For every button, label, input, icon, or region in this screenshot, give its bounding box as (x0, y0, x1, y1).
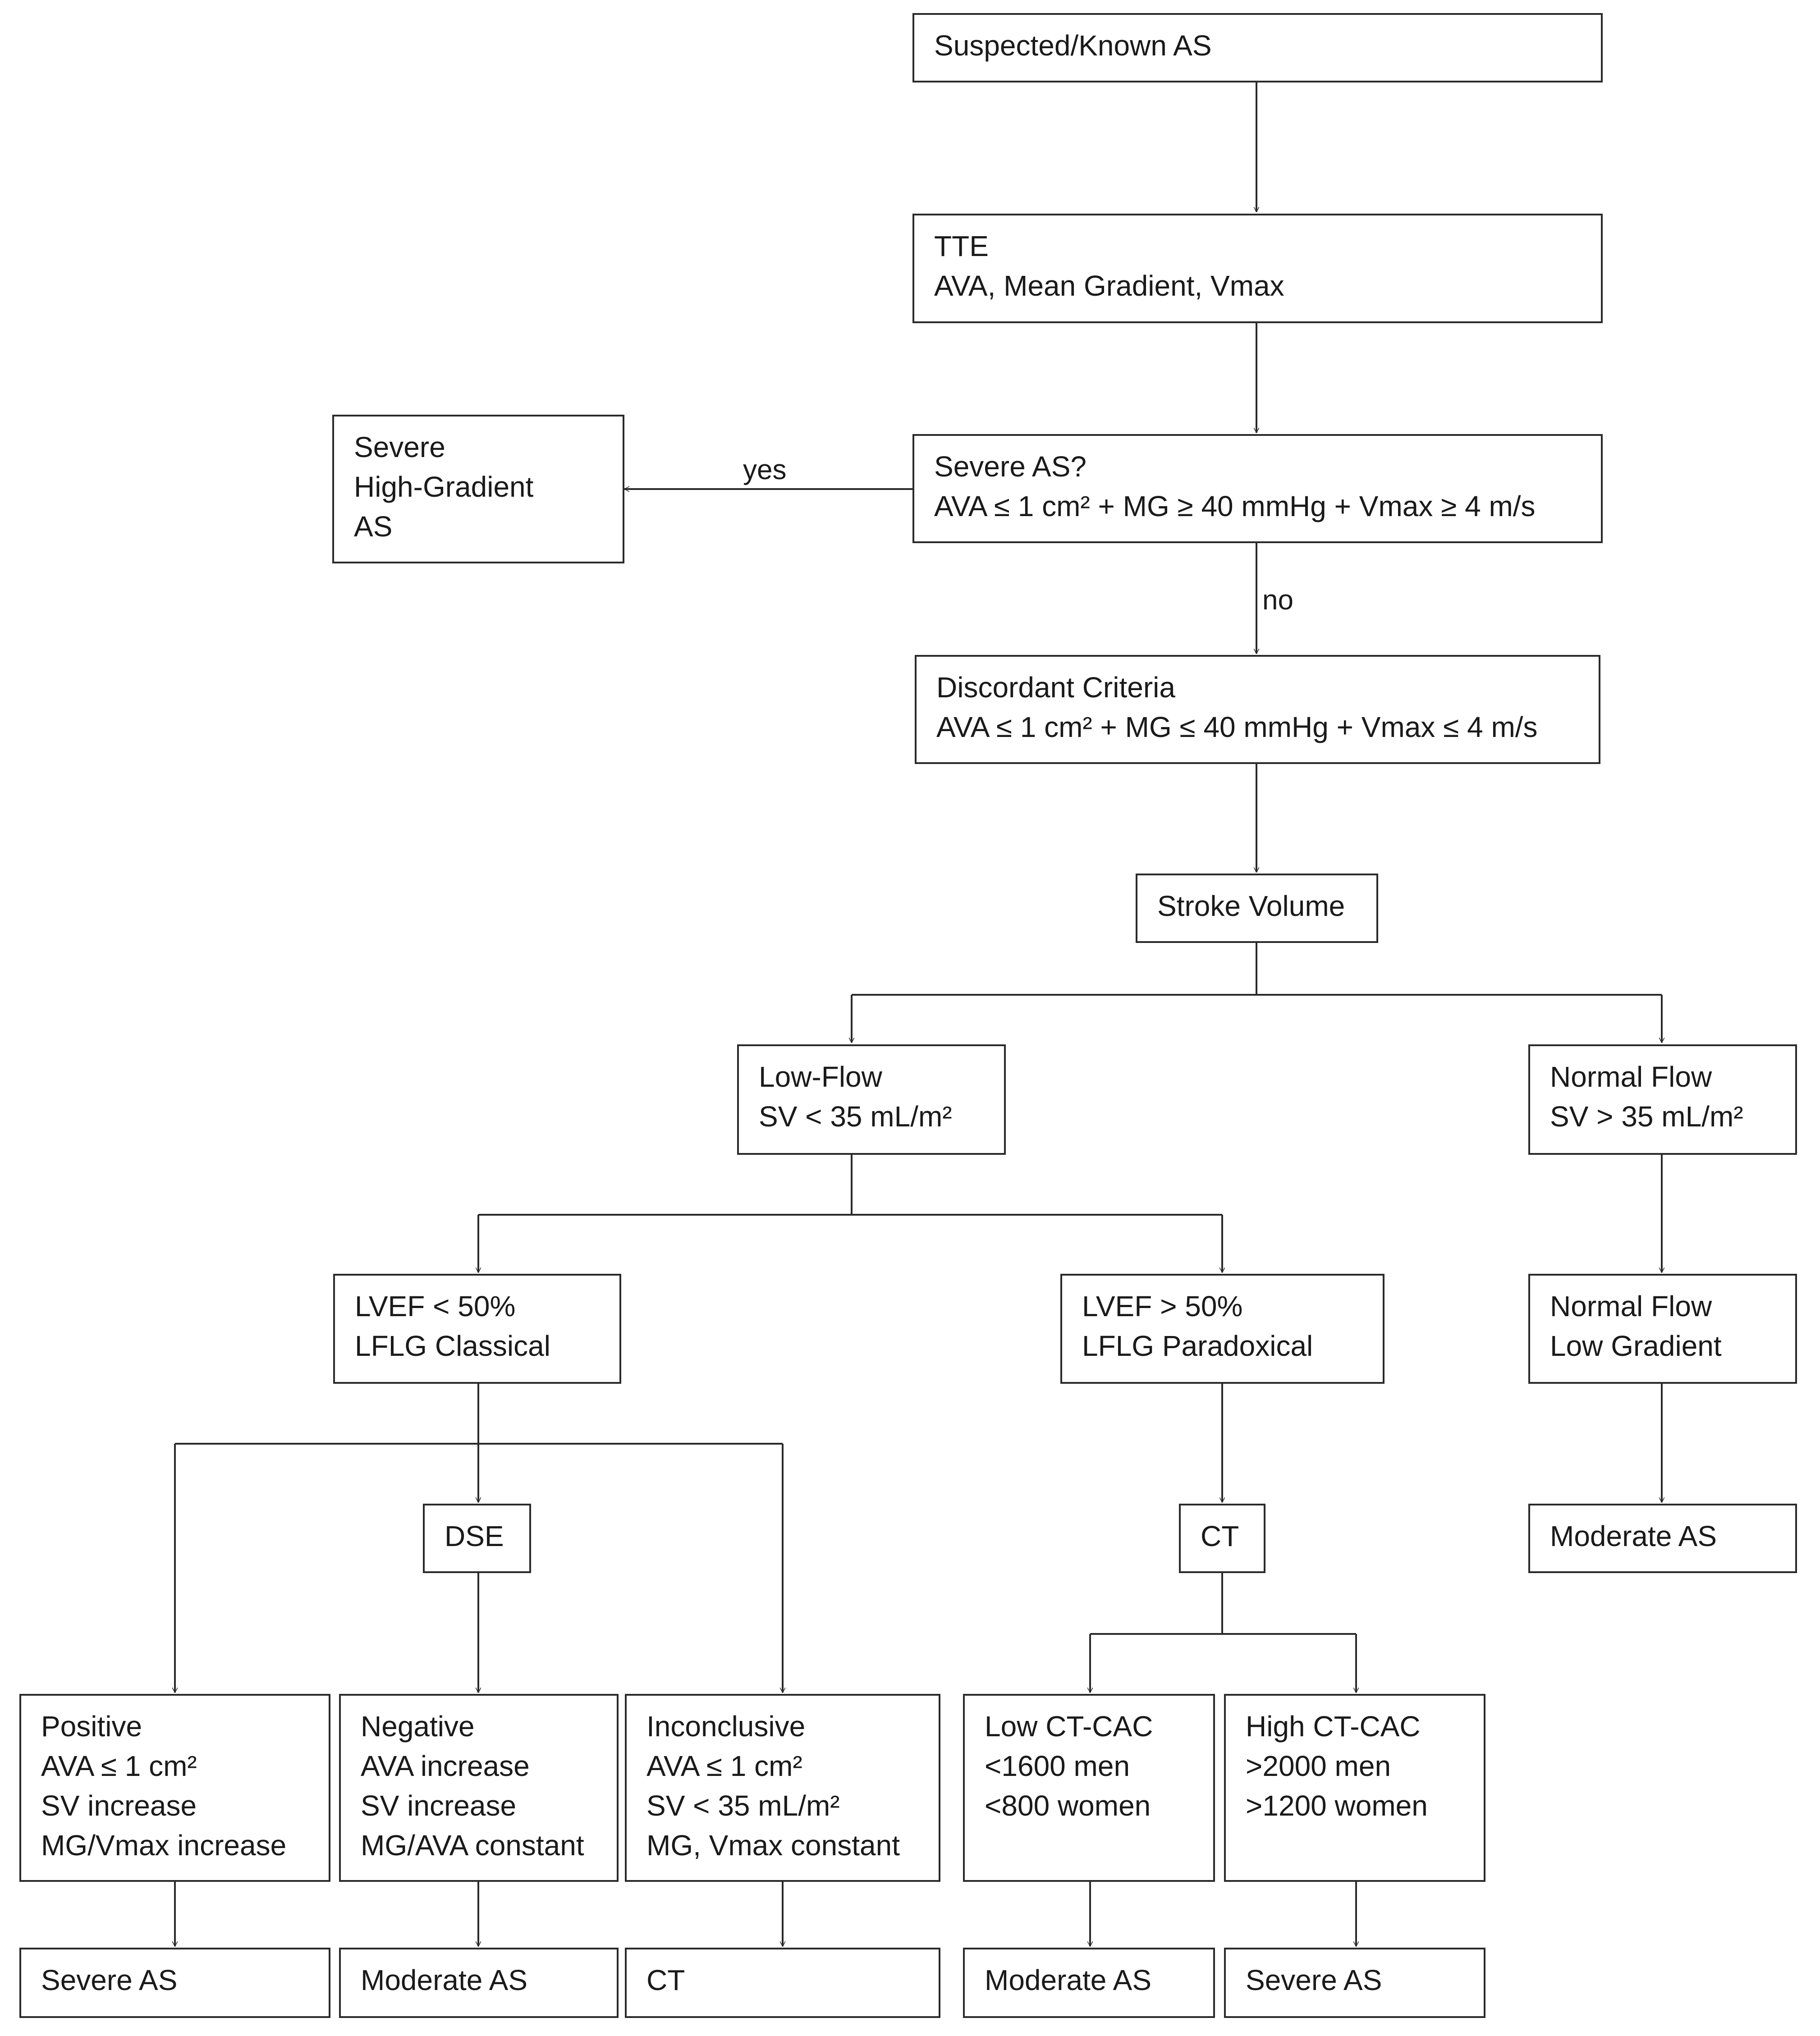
node-line: Inconclusive (646, 1710, 806, 1743)
node-moderate-as-negative: Moderate AS (339, 1948, 619, 2018)
node-ct-paradoxical: CT (1179, 1504, 1265, 1573)
node-severe-as-high-cac: Severe AS (1224, 1948, 1485, 2018)
node-high-ct-cac: High CT-CAC >2000 men >1200 women (1224, 1694, 1485, 1882)
node-line: AVA ≤ 1 cm² (646, 1750, 802, 1782)
node-line: Severe AS (41, 1964, 178, 1996)
node-line: High CT-CAC (1246, 1710, 1421, 1743)
node-line: Positive (41, 1710, 142, 1743)
node-line: >2000 men (1246, 1750, 1391, 1782)
node-stroke-volume: Stroke Volume (1136, 874, 1378, 943)
node-line: Negative (361, 1710, 475, 1743)
node-line: Severe (354, 431, 445, 463)
node-normal-flow-low-gradient: Normal Flow Low Gradient (1528, 1274, 1797, 1384)
node-line: TTE (934, 230, 989, 262)
node-line: LVEF > 50% (1082, 1290, 1243, 1322)
node-line: SV < 35 mL/m² (646, 1789, 840, 1822)
edge-label-yes: yes (743, 454, 787, 485)
node-low-flow: Low-Flow SV < 35 mL/m² (737, 1044, 1006, 1155)
node-line: Discordant Criteria (936, 671, 1175, 704)
edge-label-no: no (1262, 585, 1293, 616)
node-line: Suspected/Known AS (934, 29, 1212, 62)
node-line: Moderate AS (985, 1964, 1151, 1996)
node-line: CT (1201, 1520, 1239, 1552)
node-line: SV increase (41, 1789, 197, 1822)
node-line: AVA ≤ 1 cm² (41, 1750, 197, 1782)
node-ct-inconclusive: CT (625, 1948, 940, 2018)
node-line: MG/AVA constant (361, 1829, 584, 1862)
node-dse-inconclusive: Inconclusive AVA ≤ 1 cm² SV < 35 mL/m² M… (625, 1694, 940, 1882)
node-line: <800 women (985, 1789, 1151, 1822)
node-line: AVA, Mean Gradient, Vmax (934, 270, 1284, 302)
node-line: Normal Flow (1550, 1290, 1712, 1322)
node-severe-high-gradient-as: Severe High-Gradient AS (332, 415, 624, 563)
node-line: Normal Flow (1550, 1061, 1712, 1093)
node-line: LFLG Classical (355, 1330, 550, 1362)
node-line: Low Gradient (1550, 1330, 1722, 1362)
connector-ct-split (1090, 1573, 1356, 1635)
node-line: Severe AS? (934, 450, 1086, 483)
node-line: AVA ≤ 1 cm² + MG ≥ 40 mmHg + Vmax ≥ 4 m/… (934, 490, 1536, 522)
connector-lvef-low-split (175, 1384, 783, 1445)
node-line: Severe AS (1246, 1964, 1382, 1996)
node-line: Low CT-CAC (985, 1710, 1153, 1743)
node-discordant-criteria: Discordant Criteria AVA ≤ 1 cm² + MG ≤ 4… (915, 655, 1600, 764)
node-line: Moderate AS (361, 1964, 527, 1996)
node-line: SV < 35 mL/m² (759, 1100, 952, 1133)
node-suspected-known-as: Suspected/Known AS (912, 13, 1603, 82)
node-dse-positive: Positive AVA ≤ 1 cm² SV increase MG/Vmax… (19, 1694, 330, 1882)
node-line: AVA increase (361, 1750, 530, 1782)
node-line: DSE (445, 1520, 504, 1552)
node-lvef-low-classical: LVEF < 50% LFLG Classical (333, 1274, 621, 1384)
node-line: AS (354, 510, 393, 543)
node-severe-as-question: Severe AS? AVA ≤ 1 cm² + MG ≥ 40 mmHg + … (912, 434, 1603, 543)
node-line: High-Gradient (354, 471, 534, 503)
node-dse: DSE (423, 1504, 531, 1573)
node-line: LVEF < 50% (355, 1290, 516, 1322)
node-moderate-as-normal-flow: Moderate AS (1528, 1504, 1797, 1573)
node-low-ct-cac: Low CT-CAC <1600 men <800 women (963, 1694, 1215, 1882)
node-lvef-high-paradoxical: LVEF > 50% LFLG Paradoxical (1060, 1274, 1384, 1384)
node-line: AVA ≤ 1 cm² + MG ≤ 40 mmHg + Vmax ≤ 4 m/… (936, 711, 1538, 743)
node-line: MG/Vmax increase (41, 1829, 287, 1862)
node-line: MG, Vmax constant (646, 1829, 900, 1862)
node-line: Low-Flow (759, 1061, 882, 1093)
node-normal-flow: Normal Flow SV > 35 mL/m² (1528, 1044, 1797, 1155)
node-line: Moderate AS (1550, 1520, 1717, 1552)
node-dse-negative: Negative AVA increase SV increase MG/AVA… (339, 1694, 619, 1882)
connector-stroke-volume-split (852, 943, 1662, 996)
node-line: SV increase (361, 1789, 517, 1822)
node-moderate-as-low-cac: Moderate AS (963, 1948, 1215, 2018)
node-tte: TTE AVA, Mean Gradient, Vmax (912, 214, 1603, 323)
node-line: LFLG Paradoxical (1082, 1330, 1313, 1362)
node-line: Stroke Volume (1157, 890, 1345, 922)
node-severe-as-positive: Severe AS (19, 1948, 330, 2018)
node-line: CT (646, 1964, 685, 1996)
node-line: <1600 men (985, 1750, 1130, 1782)
connector-low-flow-split (478, 1155, 1222, 1216)
node-line: SV > 35 mL/m² (1550, 1100, 1743, 1133)
node-line: >1200 women (1246, 1789, 1428, 1822)
